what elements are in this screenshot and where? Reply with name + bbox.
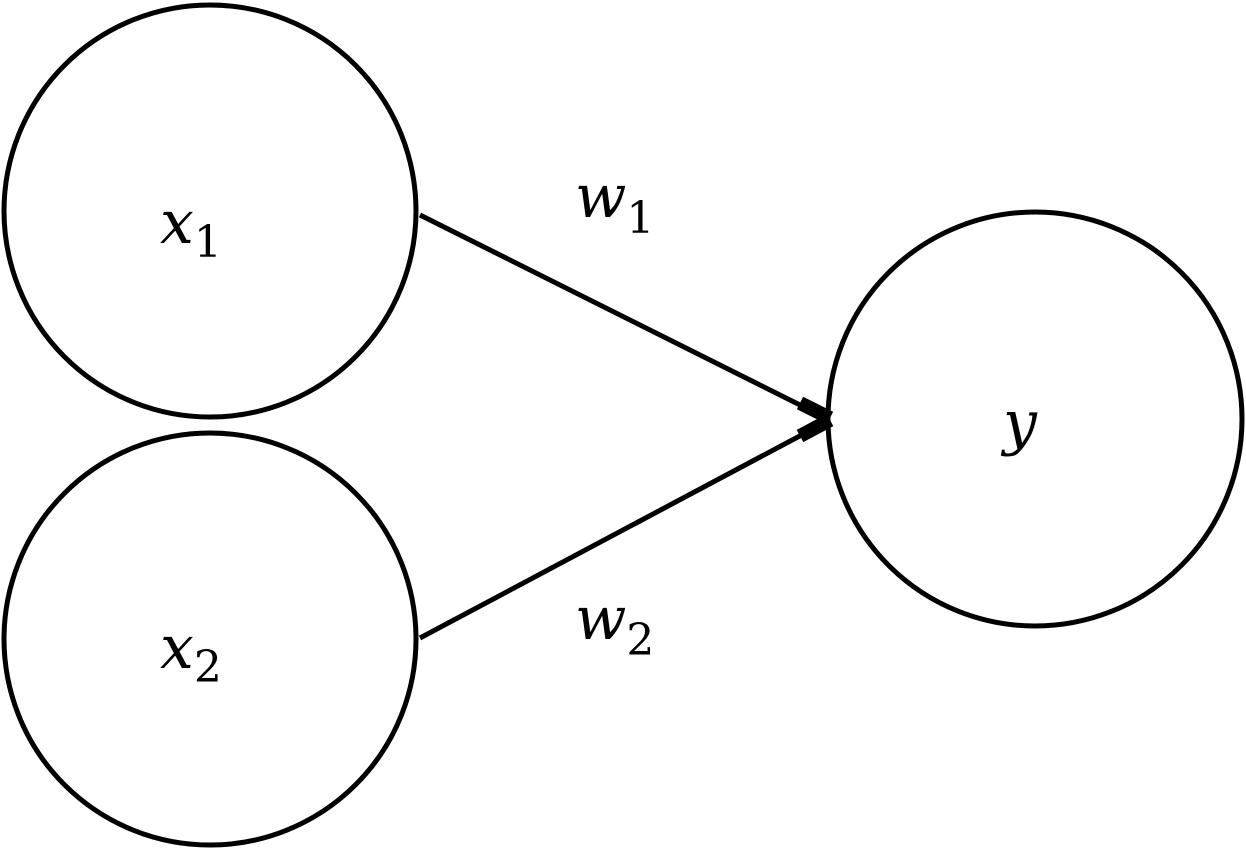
svg-text:x2: x2 [160,613,222,693]
node-x1: x1 [1,2,419,420]
edge-w1-subscript: 1 [626,193,654,244]
edge-w2-subscript: 2 [626,615,654,666]
edge-w2-arrow [418,419,828,641]
edge-w1-arrow [418,212,828,421]
node-y: y [825,209,1245,629]
svg-text:w1: w1 [575,162,654,244]
edge-w1: w1 [418,162,834,425]
node-x2-label: x [160,613,194,683]
node-x2-subscript: 2 [194,642,222,693]
edge-w1-label: w [575,162,626,232]
edge-w2: w2 [418,413,834,666]
edge-w2-arrowhead [796,413,834,443]
node-x1-label: x [160,188,194,258]
node-x1-subscript: 1 [194,217,222,268]
node-y-label: y [1000,388,1038,458]
svg-text:x1: x1 [160,188,222,268]
node-x2: x2 [1,430,419,848]
edge-w2-label: w [575,584,626,654]
svg-text:w2: w2 [575,584,654,666]
